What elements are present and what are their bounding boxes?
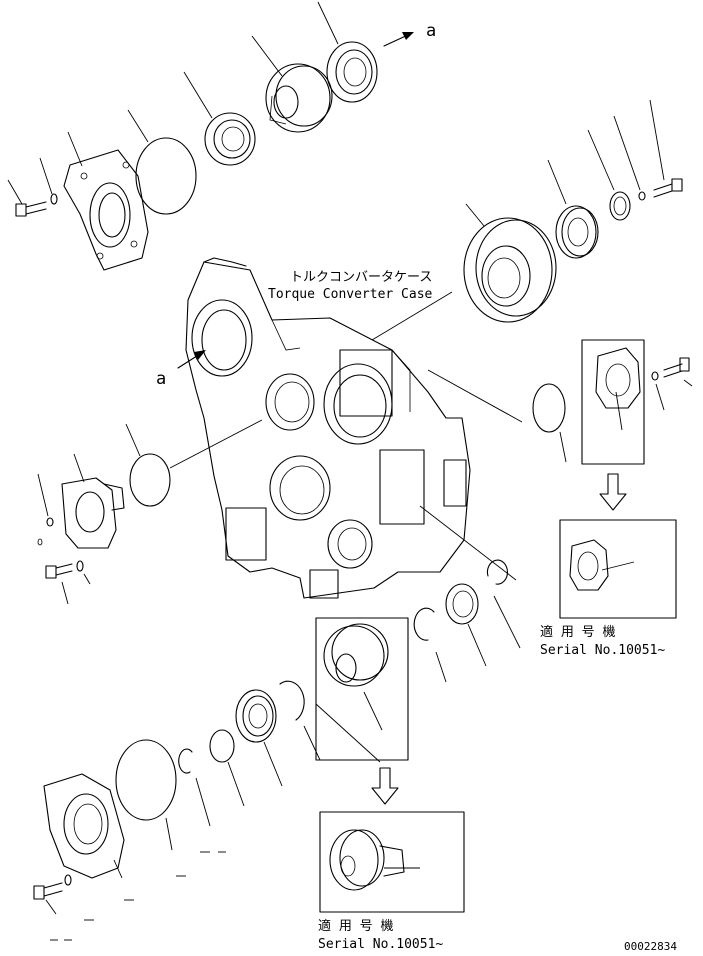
- lower-small-snap-ring: [178, 748, 211, 827]
- top-gear: [265, 63, 333, 133]
- left-cover-bolt: [45, 560, 91, 605]
- right-bolt: [638, 178, 683, 201]
- right-cover-bolt: [651, 357, 693, 411]
- down-arrow-1: [599, 473, 627, 511]
- right-large-gear: [463, 217, 557, 323]
- serial-label-2: Serial No.10051~: [318, 937, 443, 952]
- right-cover-group-box: [581, 339, 645, 465]
- lower-cover-plate: [43, 773, 125, 879]
- lower-snap-ring-left: [279, 680, 321, 761]
- ref-label-a-left: a: [156, 369, 166, 389]
- right-cap: [609, 191, 631, 221]
- right-bearing: [555, 205, 599, 259]
- dash-marks: [50, 851, 226, 941]
- lower-cover-bolt: [33, 874, 72, 915]
- top-cover-bolt: [15, 193, 58, 217]
- lower-bearing-right: [445, 583, 487, 667]
- torque-converter-case: [185, 257, 471, 599]
- lower-snap-ring-right: [419, 505, 521, 649]
- top-outer-bearing: [326, 41, 378, 103]
- case-label-en: Torque Converter Case: [268, 287, 433, 302]
- top-bearing: [204, 112, 256, 166]
- right-o-ring: [427, 369, 567, 463]
- left-small-bolt: [37, 473, 54, 546]
- right-leader-lines: [465, 99, 665, 227]
- left-o-ring: [125, 419, 263, 507]
- applicable-label-1: 適 用 号 機: [540, 624, 615, 640]
- ref-arrow-a-top: [383, 32, 414, 47]
- case-leader-line: [371, 291, 453, 341]
- left-cover-plate: [61, 453, 125, 549]
- lower-o-ring: [115, 739, 177, 851]
- alt-cover-box: [559, 519, 677, 619]
- lower-gear-box: [315, 617, 409, 763]
- top-o-ring: [135, 137, 197, 215]
- lower-bearing-left: [235, 689, 283, 787]
- lower-seal-ring: [209, 729, 245, 807]
- alt-gear-box: [319, 811, 465, 913]
- ref-label-a-top: a: [426, 21, 436, 41]
- down-arrow-2: [371, 767, 399, 805]
- serial-label-1: Serial No.10051~: [540, 643, 665, 658]
- case-label-jp: トルクコンバータケース: [290, 270, 432, 285]
- applicable-label-2: 適 用 号 機: [318, 918, 393, 934]
- ref-arrow-a-left: [177, 350, 206, 369]
- top-cover-plate: [63, 149, 149, 271]
- lower-snap-ring-mid: [413, 607, 447, 683]
- top-leader-lines: [7, 1, 339, 205]
- drawing-number: 00022834: [624, 940, 677, 953]
